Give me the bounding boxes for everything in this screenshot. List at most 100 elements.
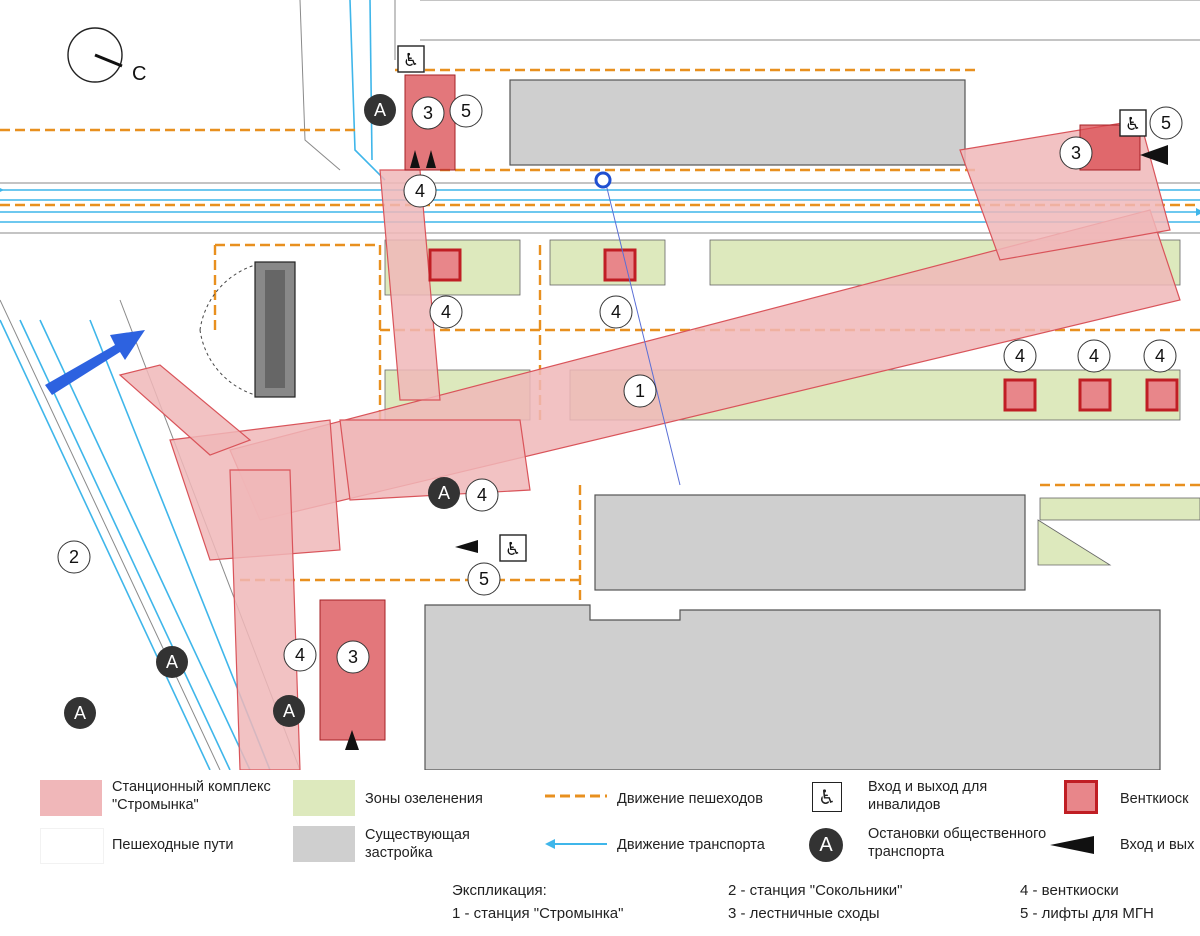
wheelchair-icon: ♿ xyxy=(812,782,842,812)
explication-item-5: 5 - лифты для МГН xyxy=(1020,905,1154,922)
svg-text:2: 2 xyxy=(69,547,79,567)
svg-text:4: 4 xyxy=(295,645,305,665)
legend-vent-kiosk: Венткиоск xyxy=(1120,791,1189,807)
svg-text:A: A xyxy=(283,701,295,721)
entrance-triangle-icon xyxy=(455,540,478,553)
explication-item-4: 4 - венткиоски xyxy=(1020,882,1119,899)
svg-text:A: A xyxy=(166,652,178,672)
legend-station-complex: Станционный комплекс "Стромынка" xyxy=(112,779,271,813)
entrance-triangle-icon xyxy=(1140,145,1168,165)
axis-marker-icon xyxy=(594,171,612,189)
svg-text:♿: ♿ xyxy=(1125,114,1141,135)
svg-text:1: 1 xyxy=(635,381,645,401)
building-north xyxy=(509,79,966,166)
svg-text:5: 5 xyxy=(479,569,489,589)
west-vestibule xyxy=(199,261,296,398)
site-plan-map: ♿ ♿ ♿ С 1 2 3 3 xyxy=(0,0,1200,770)
callout-5: 5 xyxy=(449,94,483,128)
svg-text:5: 5 xyxy=(461,101,471,121)
callout-5: 5 xyxy=(1149,106,1183,140)
station-south-branch xyxy=(229,469,301,770)
legend-entrance-exit: Вход и вых xyxy=(1120,837,1195,853)
callout-3: 3 xyxy=(336,640,370,674)
existing-buildings xyxy=(424,79,1161,770)
legend-transport-movement: Движение транспорта xyxy=(617,837,765,853)
compass: С xyxy=(67,27,146,85)
callout-3: 3 xyxy=(411,96,445,130)
legend-swatch-pedestrian-paths xyxy=(40,828,104,864)
callout-4: 4 xyxy=(465,478,499,512)
svg-text:4: 4 xyxy=(1089,346,1099,366)
transport-stop-icon: A xyxy=(64,697,96,729)
explication-item-1: 1 - станция "Стромынка" xyxy=(452,905,624,922)
vent-kiosk xyxy=(1145,378,1179,412)
station-complex xyxy=(118,119,1181,770)
callout-4: 4 xyxy=(599,295,633,329)
station-west-ramp xyxy=(118,364,252,456)
map-callouts: 1 2 3 3 3 4 4 4 xyxy=(57,94,1183,674)
legend-swatch-green xyxy=(293,780,355,816)
entrance-triangle-icon xyxy=(1050,836,1094,854)
entrance-direction-arrow-icon xyxy=(45,330,145,395)
svg-text:4: 4 xyxy=(1015,346,1025,366)
station-axis-line xyxy=(604,179,681,486)
svg-text:3: 3 xyxy=(348,647,358,667)
callout-4: 4 xyxy=(429,295,463,329)
vent-kiosk xyxy=(1078,378,1112,412)
callout-4: 4 xyxy=(403,174,437,208)
legend-swatch-vent-kiosk xyxy=(1064,780,1098,814)
explication-title: Экспликация: xyxy=(452,882,547,899)
svg-text:A: A xyxy=(438,483,450,503)
transport-stop-icon: A xyxy=(809,828,843,862)
explication-item-2: 2 - станция "Сокольники" xyxy=(728,882,903,899)
legend-swatch-station xyxy=(40,780,102,816)
legend-public-transport-stops: Остановки общественного транспорта xyxy=(868,826,1047,860)
svg-text:5: 5 xyxy=(1161,113,1171,133)
legend-existing-buildings: Существующая застройка xyxy=(365,827,470,861)
legend: ♿ A Станционный комплекс "Стромынка" Пеш… xyxy=(0,770,1200,936)
vent-kiosks xyxy=(428,248,1179,412)
transport-stop-icon: A xyxy=(364,94,396,126)
callout-3: 3 xyxy=(1059,136,1093,170)
transport-stop-icon: A xyxy=(156,646,188,678)
entrance-markers xyxy=(345,145,1168,750)
callout-4: 4 xyxy=(1077,339,1111,373)
transport-stop-icon: A xyxy=(273,695,305,727)
svg-text:4: 4 xyxy=(415,181,425,201)
svg-text:4: 4 xyxy=(441,302,451,322)
entrance-triangle-icon xyxy=(426,150,436,168)
map-wheelchair-icons: ♿ ♿ ♿ xyxy=(397,45,1147,562)
building-middle xyxy=(594,494,1026,591)
vent-kiosk xyxy=(428,248,462,282)
svg-text:♿: ♿ xyxy=(403,50,419,71)
svg-text:A: A xyxy=(374,100,386,120)
legend-swatch-transport-movement xyxy=(545,839,607,849)
explication-item-3: 3 - лестничные сходы xyxy=(728,905,880,922)
svg-text:4: 4 xyxy=(1155,346,1165,366)
entrance-triangle-icon xyxy=(410,150,420,168)
vent-kiosk xyxy=(603,248,637,282)
svg-text:4: 4 xyxy=(611,302,621,322)
svg-text:4: 4 xyxy=(477,485,487,505)
map-stops: A A A A A xyxy=(64,94,460,729)
svg-text:3: 3 xyxy=(423,103,433,123)
transport-stop-icon: A xyxy=(428,477,460,509)
building-south xyxy=(424,604,1161,770)
legend-disabled-access: Вход и выход для инвалидов xyxy=(868,779,988,813)
legend-green-zones: Зоны озеленения xyxy=(365,791,483,807)
entrance-triangle-icon xyxy=(345,730,359,750)
callout-4: 4 xyxy=(1143,339,1177,373)
legend-pedestrian-paths: Пешеходные пути xyxy=(112,837,234,853)
callout-2: 2 xyxy=(57,540,91,574)
callout-5: 5 xyxy=(467,562,501,596)
svg-text:A: A xyxy=(74,703,86,723)
callout-1: 1 xyxy=(623,374,657,408)
callout-4: 4 xyxy=(283,638,317,672)
vent-kiosk xyxy=(1003,378,1037,412)
callout-4: 4 xyxy=(1003,339,1037,373)
svg-text:♿: ♿ xyxy=(505,539,521,560)
legend-swatch-pedestrian-movement xyxy=(545,794,607,798)
legend-swatch-buildings xyxy=(293,826,355,862)
legend-pedestrian-movement: Движение пешеходов xyxy=(617,791,763,807)
compass-north-label: С xyxy=(132,63,146,85)
